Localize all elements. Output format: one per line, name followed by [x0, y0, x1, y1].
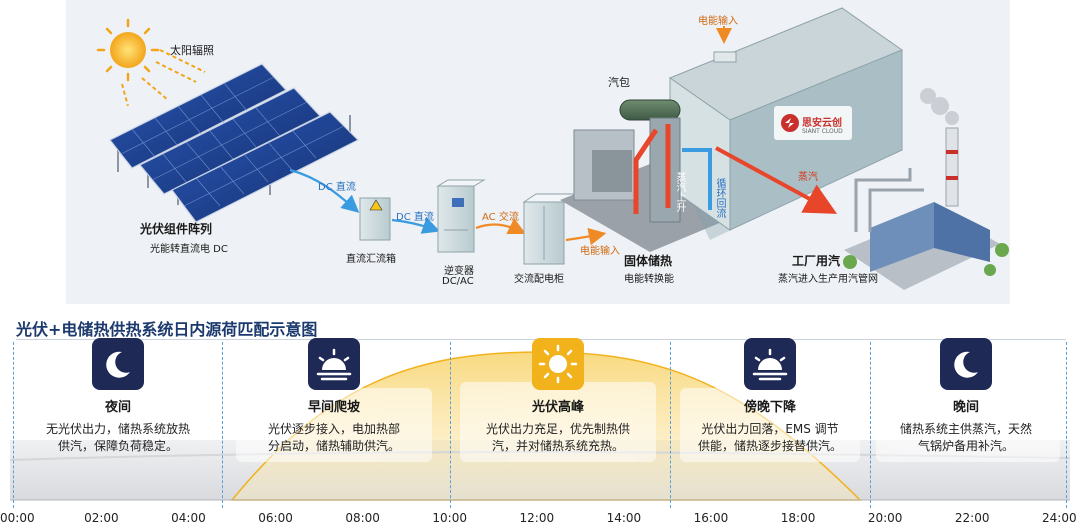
- dc-combiner-box: [359, 188, 392, 241]
- time-tick-label: 08:00: [345, 511, 380, 525]
- phase-desc: 储热系统主供蒸汽，天然气锅炉备用补汽。: [899, 422, 1032, 453]
- time-tick-label: 20:00: [867, 511, 903, 525]
- thermal-storage-unit: [560, 7, 904, 252]
- phase-divider: [222, 342, 223, 508]
- time-tick-label: 24:00: [1042, 511, 1077, 525]
- phase-name: 夜间: [104, 400, 131, 415]
- sunrise-icon: [308, 338, 360, 390]
- phase-evening-decline: 傍晚下降 光伏出力回落，EMS 调节供能，储热逐步接替供汽。: [670, 338, 870, 455]
- time-tick-label: 22:00: [954, 511, 990, 525]
- factory-title: 工厂用汽: [792, 254, 841, 268]
- inverter-label: 逆变器: [444, 266, 474, 277]
- power-flow-line: [565, 227, 607, 246]
- pv-array: [109, 63, 360, 223]
- phase-night: 夜间 无光伏出力，储热系统放热供汽，保障负荷稳定。: [18, 338, 218, 455]
- phase-late-evening: 晚间 储热系统主供蒸汽，天然气锅炉备用补汽。: [866, 338, 1066, 455]
- power-input-label-1: 电能输入: [580, 246, 620, 257]
- ac-cabinet-label: 交流配电柜: [514, 274, 564, 285]
- dc-flow-line-1: [289, 168, 360, 213]
- brand-english: SIANT CLOUD: [802, 128, 843, 135]
- phase-pv-peak: 光伏高峰 光伏出力充足，优先制热供汽，并对储热系统充热。: [458, 338, 658, 455]
- ac-flow-line: [475, 218, 526, 234]
- phase-divider: [670, 342, 671, 508]
- phase-morning-ramp: 早间爬坡 光伏逐步接入，电加热部分启动，储热辅助供汽。: [234, 338, 434, 455]
- steam-out-label: 蒸汽: [798, 172, 818, 183]
- phase-divider: [870, 342, 871, 508]
- phase-name: 早间爬坡: [307, 400, 360, 415]
- pv-subtitle: 光能转直流电 DC: [150, 244, 228, 255]
- sunset-icon: [744, 338, 796, 390]
- page-title: 光伏+电储热供热系统日内源荷匹配示意图: [16, 320, 318, 339]
- time-tick-label: 10:00: [432, 511, 467, 525]
- phase-desc: 无光伏出力，储热系统放热供汽，保障负荷稳定。: [45, 422, 190, 453]
- dc-label-2: DC 直流: [396, 212, 434, 223]
- moon-icon: [940, 338, 992, 390]
- brand-name: 思安云创: [802, 118, 842, 129]
- sun-label: 太阳辐照: [170, 44, 214, 57]
- tes-title: 固体储热: [624, 254, 673, 268]
- pv-title: 光伏组件阵列: [140, 222, 213, 236]
- ac-label: AC 交流: [482, 212, 519, 223]
- combiner-label: 直流汇流箱: [346, 254, 396, 265]
- dc-flow-line-2: [391, 217, 441, 234]
- time-tick-label: 04:00: [171, 511, 206, 525]
- phase-name: 傍晚下降: [743, 400, 796, 415]
- time-tick-label: 16:00: [693, 511, 729, 525]
- phase-name: 光伏高峰: [531, 400, 584, 415]
- power-input-label-2: 电能输入: [698, 16, 738, 27]
- moon-icon: [92, 338, 144, 390]
- phase-name: 晚间: [952, 400, 979, 415]
- time-tick-label: 00:00: [0, 511, 35, 525]
- phase-divider: [13, 342, 14, 508]
- sun-icon: [532, 338, 584, 390]
- steam-up-label: 蒸汽上升: [674, 172, 685, 212]
- circulation-label: 循环回流: [714, 178, 725, 218]
- factory-subtitle: 蒸汽进入生产用汽管网: [778, 274, 878, 285]
- phase-divider: [450, 342, 451, 508]
- time-tick-label: 14:00: [606, 511, 642, 525]
- ac-distribution-cabinet: [522, 193, 578, 265]
- phase-cards: [236, 382, 1060, 462]
- inverter-sublabel: DC/AC: [442, 276, 474, 287]
- time-tick-label: 18:00: [780, 511, 816, 525]
- steam-drum-label: 汽包: [608, 76, 630, 89]
- tes-subtitle: 电能转换能: [624, 274, 674, 285]
- time-tick-label: 06:00: [258, 511, 293, 525]
- phase-divider: [1066, 342, 1067, 508]
- time-tick-label: 02:00: [84, 511, 119, 525]
- sun-icon: [96, 18, 206, 107]
- inverter-cabinet: [436, 179, 486, 253]
- brand-logo: [774, 106, 852, 140]
- phase-desc: 光伏逐步接入，电加热部分启动，储热辅助供汽。: [267, 422, 400, 453]
- phase-desc: 光伏出力回落，EMS 调节供能，储热逐步接替供汽。: [697, 422, 842, 453]
- time-tick-label: 12:00: [519, 511, 555, 525]
- dc-label-1: DC 直流: [318, 182, 356, 193]
- phase-desc: 光伏出力充足，优先制热供汽，并对储热系统充热。: [485, 422, 630, 453]
- steam-flow-arrow: [715, 146, 838, 214]
- factory: [843, 88, 1009, 290]
